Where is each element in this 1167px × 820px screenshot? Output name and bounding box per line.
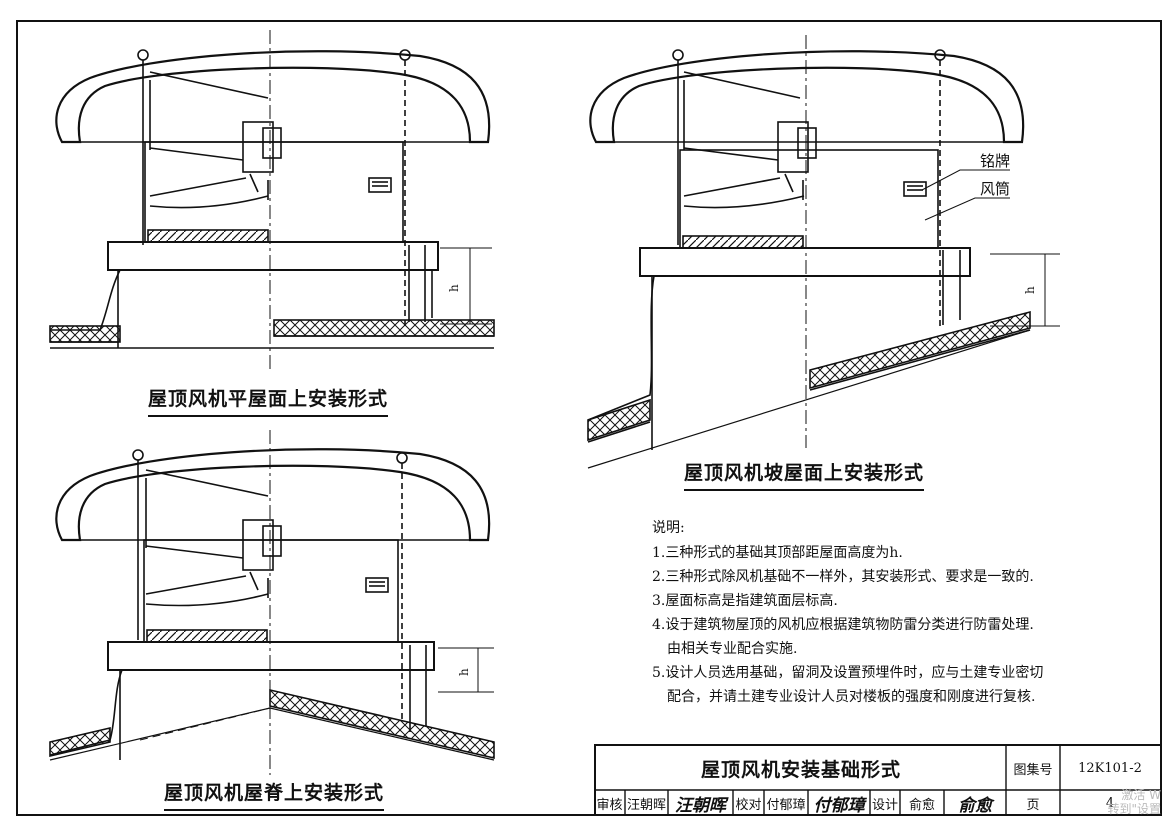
note-item: 5.设计人员选用基础，留洞及设置预埋件时，应与土建专业密切: [652, 665, 1044, 681]
ridge-roof-caption: 屋顶风机屋脊上安装形式: [164, 778, 385, 811]
checker-signature: 付郁璋: [813, 795, 865, 816]
slope-roof-view: h 铭牌 风筒: [587, 35, 1060, 469]
flat-roof-caption: 屋顶风机平屋面上安装形式: [148, 384, 389, 417]
note-item: 1.三种形式的基础其顶部距屋面高度为h.: [652, 545, 903, 561]
note-item: 4.设于建筑物屋顶的风机应根据建筑物防雷分类进行防雷处理.: [652, 617, 1034, 633]
title-block-grid: [594, 744, 1161, 816]
nameplate-label: 铭牌: [980, 152, 1010, 170]
title-block: [594, 744, 1161, 816]
page-number: 4: [1105, 795, 1115, 811]
check-label: 校对: [735, 797, 762, 813]
slope-roof-caption: 屋顶风机坡屋面上安装形式: [684, 458, 925, 491]
note-item: 3.屋面标高是指建筑面层标高.: [652, 593, 838, 609]
notes-title: 说明:: [652, 520, 685, 536]
reviewer-name: 汪朝晖: [626, 797, 666, 813]
drawing-title: 屋顶风机安装基础形式: [700, 758, 901, 781]
reviewer-signature: 汪朝晖: [675, 795, 726, 816]
flat-roof-view: h: [49, 30, 495, 372]
notes: 说明: 1.三种形式的基础其顶部距屋面高度为h. 2.三种形式除风机基础不一样外…: [652, 516, 1043, 709]
atlas-number: 12K101-2: [1078, 760, 1142, 776]
watermark-line-2: 转到"设置: [1107, 802, 1161, 816]
ridge-dimension-h: h: [457, 668, 471, 676]
designer-signature: 俞愈: [958, 795, 992, 816]
note-continuation: 配合，并请土建专业设计人员对楼板的强度和刚度进行复核.: [667, 689, 1036, 705]
designer-name: 俞愈: [908, 797, 935, 813]
duct-label: 风筒: [980, 180, 1010, 198]
atlas-number-label: 图集号: [1013, 762, 1053, 778]
activation-watermark: 激活 W 转到"设置: [1107, 788, 1161, 816]
review-label: 审核: [596, 797, 623, 813]
drawing-frame: [16, 20, 1162, 816]
note-continuation: 由相关专业配合实施.: [667, 641, 798, 657]
flat-dimension-h: h: [447, 284, 461, 292]
checker-name: 付郁璋: [766, 797, 806, 813]
slope-dimension-h: h: [1023, 286, 1037, 294]
watermark-line-1: 激活 W: [1121, 788, 1161, 802]
design-label: 设计: [871, 797, 898, 813]
page-label: 页: [1026, 797, 1040, 813]
ridge-roof-view: h: [49, 430, 495, 775]
note-item: 2.三种形式除风机基础不一样外，其安装形式、要求是一致的.: [652, 569, 1034, 585]
